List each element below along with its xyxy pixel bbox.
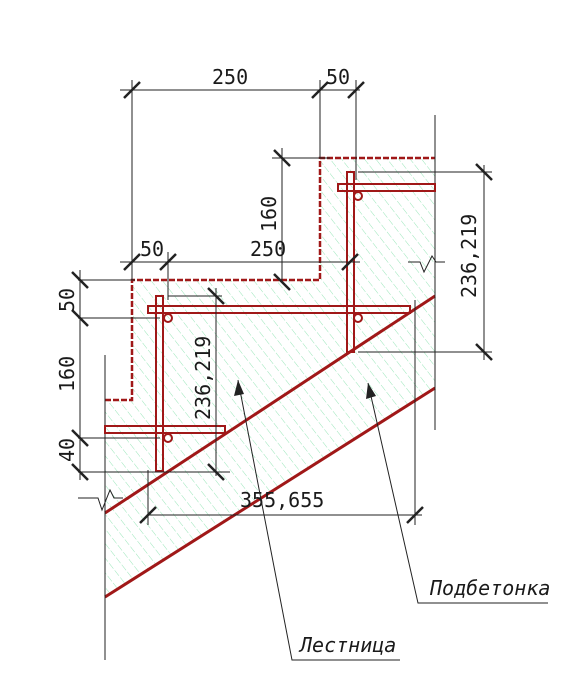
dimension-lines xyxy=(78,80,492,525)
underlay-bottom-line xyxy=(104,386,436,599)
stair-concrete xyxy=(105,158,435,513)
dim-riser-height: 160 xyxy=(257,196,281,232)
dim-mid-vertical: 236,219 xyxy=(191,336,215,420)
break-mark-right xyxy=(408,255,445,274)
dim-left-height: 160 xyxy=(55,356,79,392)
dim-left-step: 50 xyxy=(55,288,79,312)
dimension-ticks xyxy=(71,81,493,524)
stair-soffit-line xyxy=(104,294,436,515)
dim-lower-step: 50 xyxy=(140,237,164,261)
leader-lines xyxy=(237,379,548,661)
label-underlay: Подбетонка xyxy=(429,576,550,600)
dim-bottom-length: 355,655 xyxy=(240,488,324,512)
dim-top-width: 250 xyxy=(212,65,248,89)
leader-arrow-underlay xyxy=(366,383,376,399)
underlay-concrete xyxy=(105,296,435,597)
rebar-lower xyxy=(104,295,411,472)
dim-top-step: 50 xyxy=(326,65,350,89)
stair-outline xyxy=(105,156,435,402)
label-stair: Лестница xyxy=(298,633,396,657)
dim-tread-width: 250 xyxy=(250,237,286,261)
leader-arrow-stair xyxy=(234,380,244,396)
dim-right-vertical: 236,219 xyxy=(457,214,481,298)
dim-left-small: 40 xyxy=(55,438,79,462)
break-mark-left xyxy=(78,488,123,512)
